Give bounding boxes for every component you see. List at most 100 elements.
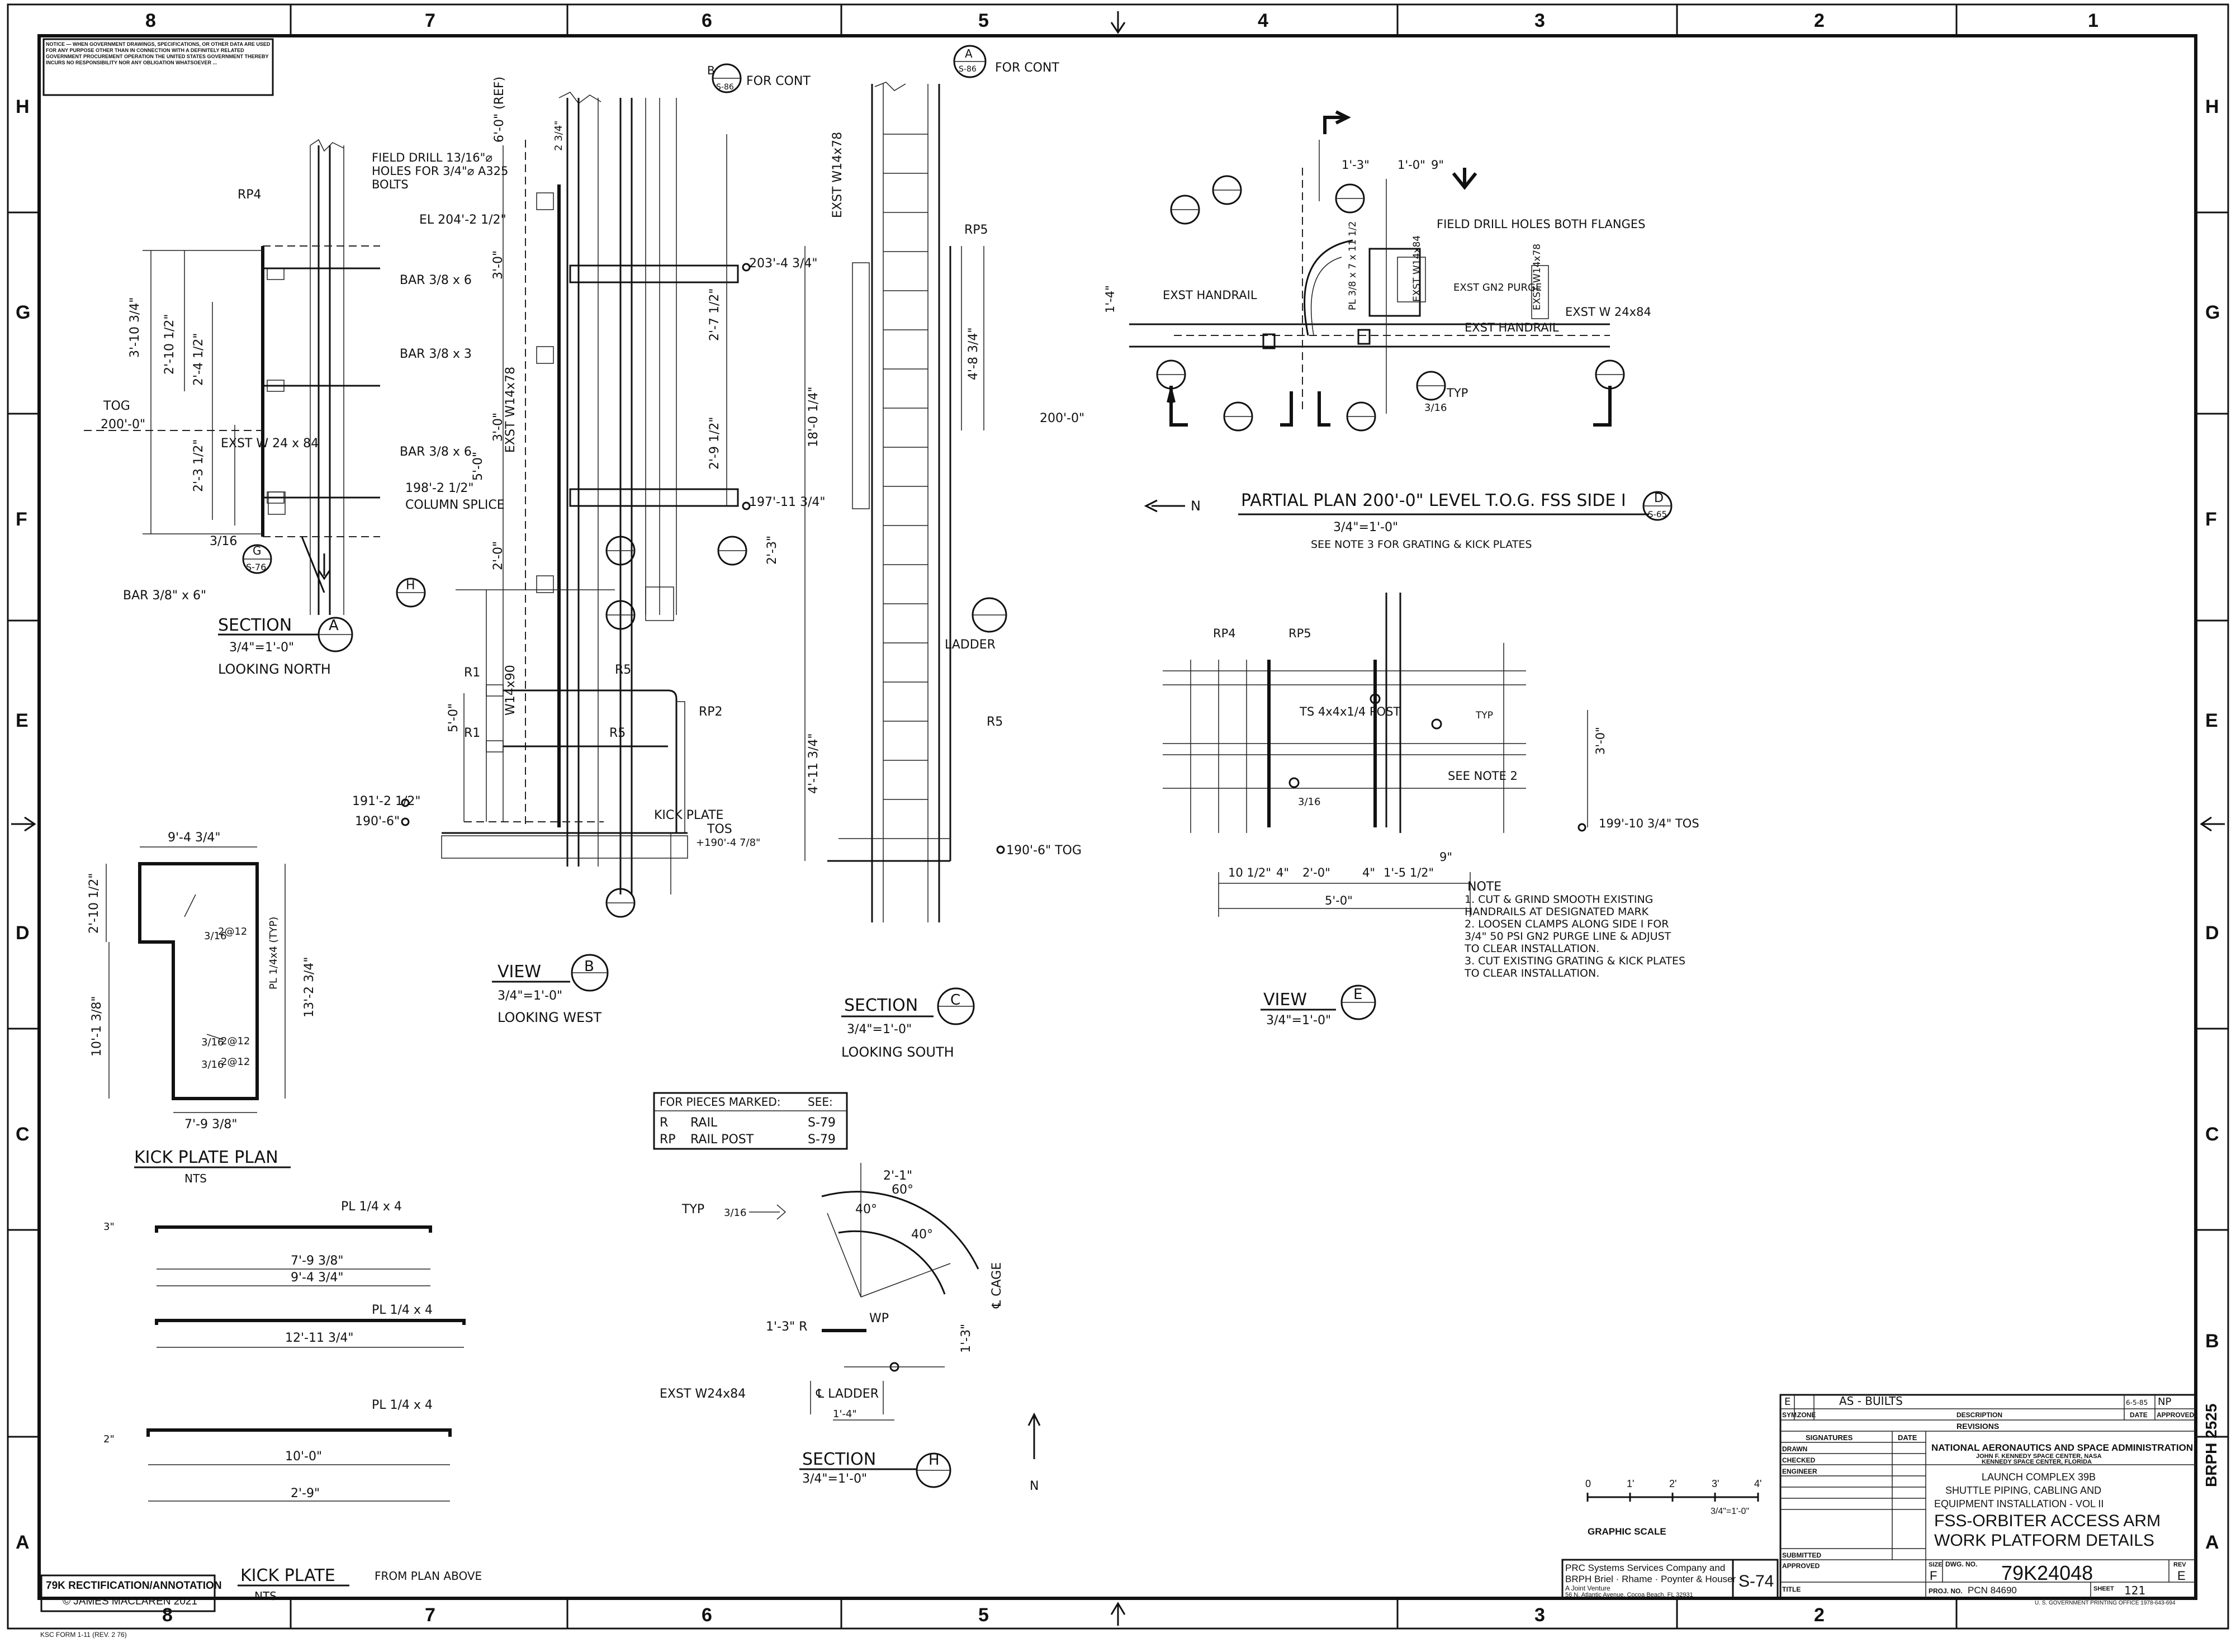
view-from: FROM PLAN ABOVE	[375, 1569, 482, 1583]
view-e-labels: RP4 RP5 TS 4x4x1/4 POST SEE NOTE 2 3'-0"…	[1213, 627, 1699, 907]
label: 2'-3"	[765, 536, 779, 565]
label: EXST W14x78	[1532, 244, 1543, 310]
view-tag: B	[584, 958, 594, 975]
label: 5'-0"	[471, 452, 485, 481]
label: 190'-6"	[355, 815, 400, 829]
label: KICK PLATE	[654, 808, 723, 822]
zone-ticks	[8, 4, 2228, 1629]
piece-header: SEE:	[808, 1095, 833, 1109]
label: 191'-2 1/2"	[352, 794, 421, 808]
row-label: D	[16, 922, 30, 944]
label: 197'-11 3/4"	[749, 495, 826, 509]
view-scale: 3/4"=1'-0"	[847, 1023, 912, 1036]
label: RP5	[964, 223, 988, 237]
label: TOG	[103, 399, 130, 413]
row-label: H	[2205, 96, 2219, 117]
piece-code: RP	[660, 1133, 676, 1147]
row-label: H	[16, 96, 30, 117]
label: 199'-10 3/4" TOS	[1599, 817, 1699, 830]
section-a-title: SECTION A 3/4"=1'-0" LOOKING NORTH	[218, 616, 339, 677]
note-item: 2. LOOSEN CLAMPS ALONG SIDE I FOR 3/4" 5…	[1465, 918, 1671, 955]
label: SEE NOTE 2	[1448, 769, 1518, 783]
rev-header: ZONE	[1797, 1411, 1816, 1419]
sig-row: ENGINEER	[1782, 1468, 1817, 1475]
label: 3'-0"	[491, 250, 505, 280]
row-label: F	[2205, 509, 2217, 530]
size-value: F	[1930, 1569, 1937, 1583]
scale-ratio: 3/4"=1'-0"	[1711, 1507, 1749, 1516]
ladder-rungs	[883, 134, 928, 800]
label: 6'-0" (REF)	[492, 77, 506, 143]
label: 198'-2 1/2"	[405, 481, 474, 495]
label: 2'-7 1/2"	[708, 288, 722, 342]
row-label: B	[2205, 1331, 2219, 1352]
section-c-labels: A S-86 FOR CONT RP5 EXST W14x78 18'-0 1/…	[807, 47, 1084, 858]
label: LADDER	[945, 638, 996, 652]
agency: NATIONAL AERONAUTICS AND SPACE ADMINISTR…	[1931, 1442, 2193, 1453]
label: 12'-11 3/4"	[285, 1331, 354, 1345]
label: 10'-1 3/8"	[90, 996, 104, 1057]
label: 2'-4 1/2"	[192, 333, 206, 386]
label: 13'-2 3/4"	[302, 957, 316, 1018]
label: 2'-10 1/2"	[163, 314, 177, 375]
row-label: E	[16, 710, 29, 731]
view-b-drawing	[401, 63, 751, 992]
view-title: VIEW	[498, 962, 541, 982]
label: 203'-4 3/4"	[749, 257, 818, 271]
view-e-title: VIEW E 3/4"=1'-0"	[1261, 986, 1362, 1028]
label: 7'-9 3/8"	[291, 1254, 344, 1268]
label: 1'-5 1/2"	[1384, 866, 1434, 879]
view-sub: NTS	[184, 1172, 207, 1185]
section-h-drawing	[749, 1163, 1041, 1488]
view-tag: E	[1353, 986, 1362, 1003]
view-title: PARTIAL PLAN 200'-0" LEVEL T.O.G. FSS SI…	[1241, 491, 1626, 510]
label: BAR 3/8 x 6	[400, 273, 472, 287]
label: ℄ CAGE	[990, 1262, 1004, 1309]
label: BAR 3/8 x 3	[400, 347, 472, 361]
label: R5	[987, 715, 1003, 729]
row-label: F	[16, 509, 27, 530]
label: TS 4x4x1/4 POST	[1299, 705, 1400, 718]
piece-name: RAIL POST	[690, 1133, 754, 1147]
label: BAR 3/8" x 6"	[123, 589, 206, 603]
view-title: KICK PLATE	[240, 1566, 335, 1585]
label: 9"	[1431, 158, 1444, 172]
label: 1'-0"	[1398, 158, 1425, 172]
col-label: 6	[702, 1604, 712, 1626]
row-labels-right: H G F E D C B A	[2205, 96, 2220, 1553]
label: H	[406, 579, 415, 593]
note-item: 1. CUT & GRIND SMOOTH EXISTING HANDRAILS…	[1465, 893, 1654, 918]
label: N	[1030, 1479, 1039, 1493]
label: 1'-3" R	[766, 1320, 807, 1334]
sig-row: SUBMITTED	[1782, 1551, 1821, 1559]
partial-plan-labels: EXST HANDRAIL FIELD DRILL HOLES BOTH FLA…	[1103, 158, 1667, 551]
col-label: 3	[1534, 1604, 1545, 1626]
label: EL 204'-2 1/2"	[419, 213, 506, 227]
label: FIELD DRILL HOLES BOTH FLANGES	[1437, 217, 1645, 231]
label: EXST W14x78	[504, 367, 518, 453]
label: G	[253, 544, 262, 557]
label: EXST W14x78	[831, 132, 845, 218]
outer-border	[7, 3, 2229, 1630]
label: 2 3/4"	[553, 121, 565, 151]
dwg-number: 79K24048	[2001, 1561, 2093, 1584]
section-c-title: SECTION C 3/4"=1'-0" LOOKING SOUTH	[841, 992, 960, 1060]
rev-header: SYM.	[1782, 1411, 1798, 1419]
piece-code: R	[660, 1116, 668, 1130]
view-title: VIEW	[1263, 990, 1307, 1010]
note-item: 3. CUT EXISTING GRATING & KICK PLATES TO…	[1465, 955, 1686, 979]
section-c-drawing	[804, 45, 1007, 1025]
label: 1'-4"	[833, 1408, 857, 1420]
label: 2'-0"	[491, 541, 505, 570]
north-label: N	[1191, 498, 1201, 514]
label: 10'-0"	[285, 1450, 322, 1464]
label: 3/16	[201, 1036, 224, 1048]
label: 3"	[103, 1221, 115, 1233]
drawing-title: FSS-ORBITER ACCESS ARM	[1934, 1512, 2161, 1530]
label: 5'-0"	[447, 703, 461, 732]
label: TYP	[1446, 386, 1468, 400]
sig-row: CHECKED	[1782, 1456, 1816, 1464]
label: 10 1/2"	[1228, 866, 1271, 879]
sig-row: TITLE	[1782, 1585, 1801, 1593]
row-label: E	[2205, 710, 2218, 731]
